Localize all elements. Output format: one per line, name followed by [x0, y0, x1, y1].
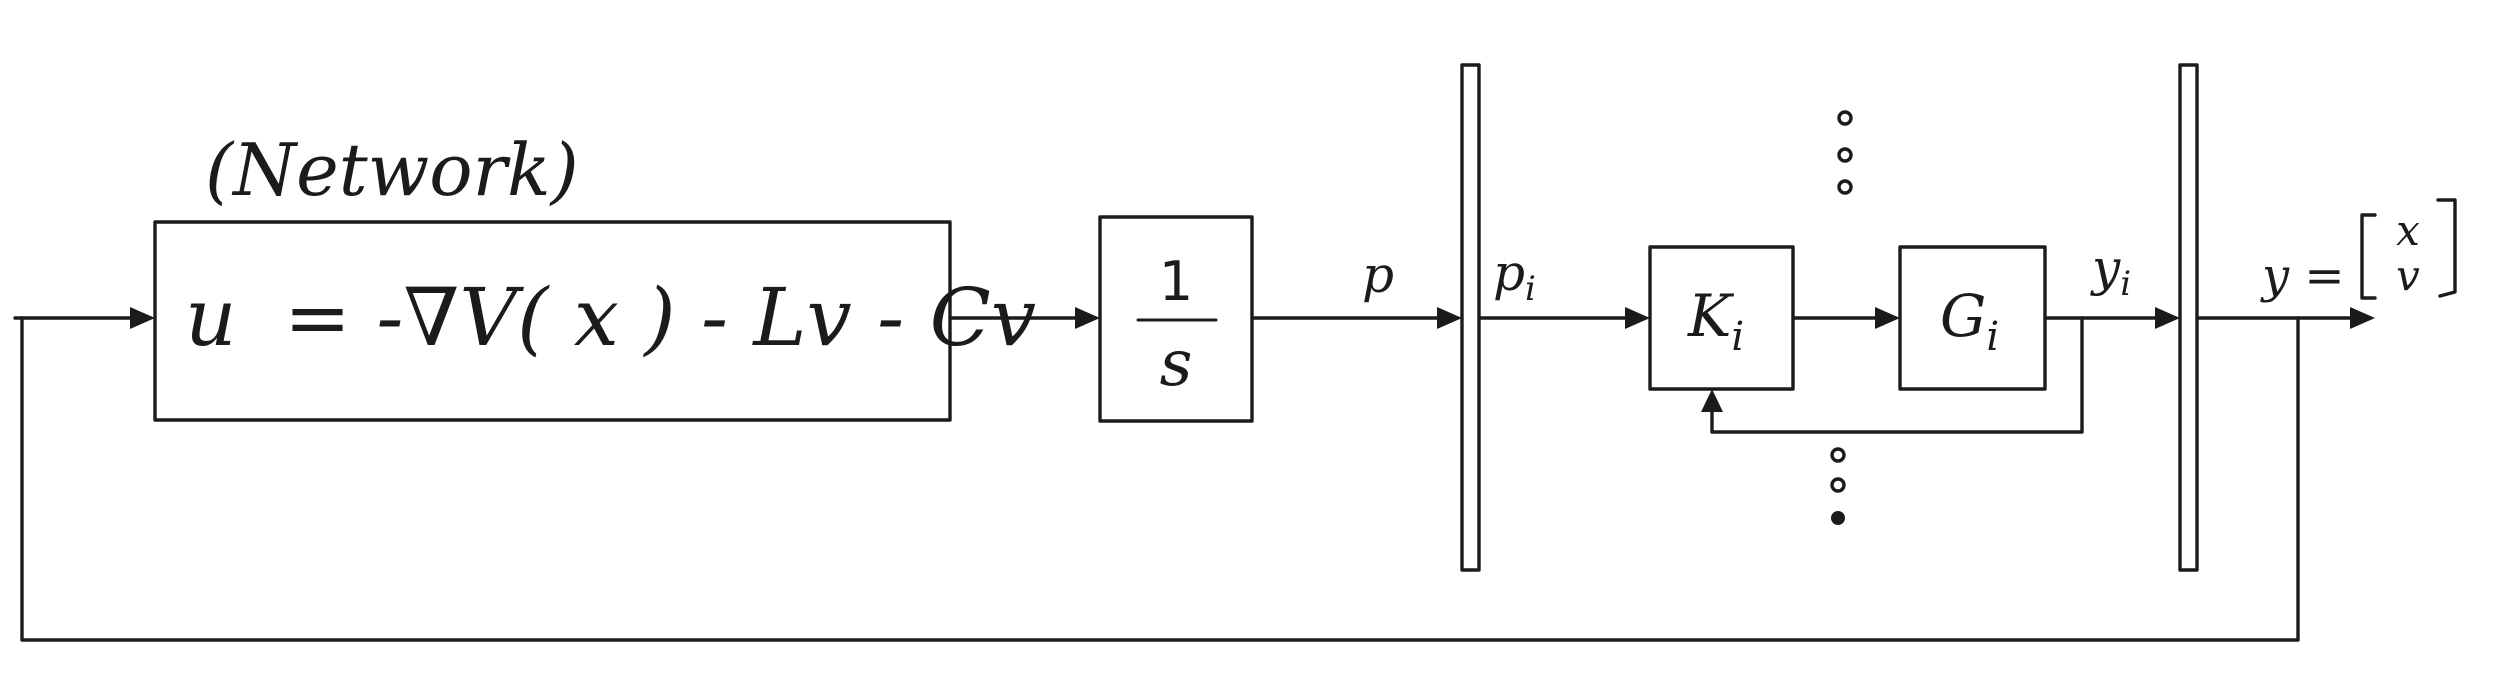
integrator-numerator: 1 [1159, 250, 1193, 313]
g-block: Gi [1898, 245, 2047, 391]
integrator-denominator: s [1160, 327, 1193, 401]
k-block-label: Ki [1687, 282, 1744, 360]
output-bottom: v [2396, 251, 2420, 300]
k-sub: i [1731, 314, 1744, 360]
signal-p-i-label: pi [1493, 244, 1536, 309]
k-block: Ki [1648, 245, 1795, 391]
signal-p-label: p [1362, 246, 1394, 304]
integrator-block: 1 s [1098, 215, 1254, 423]
output-vector: y = x v [2260, 198, 2457, 304]
g-base: G [1940, 282, 1986, 350]
output-bus-bar [2178, 63, 2199, 572]
signal-lines [13, 307, 2375, 642]
ellipsis-bottom-icon [1830, 447, 1846, 525]
ellipsis-top-icon [1837, 110, 1853, 195]
controller-block: u = -∇V( x ) - Lv - Cv [153, 220, 1036, 422]
output-top: x [2396, 206, 2420, 255]
controller-u: u [185, 271, 237, 364]
controller-expression: u = -∇V( x ) - Lv - Cv [185, 271, 1036, 364]
p-i-base: p [1493, 244, 1525, 302]
controller-eq: = -∇V( [284, 271, 550, 364]
signal-y-i-label: yi [2090, 239, 2131, 304]
g-sub: i [1986, 314, 1999, 360]
controller-x: x [574, 271, 619, 364]
g-block-label: Gi [1940, 282, 1999, 360]
output-lhs: y = [2260, 248, 2345, 304]
k-base: K [1687, 282, 1735, 350]
p-i-sub: i [1525, 269, 1536, 309]
y-i-base: y [2090, 239, 2121, 297]
y-i-sub: i [2120, 264, 2131, 304]
network-label: (Network) [205, 128, 579, 212]
input-bus-bar [1460, 63, 1481, 572]
